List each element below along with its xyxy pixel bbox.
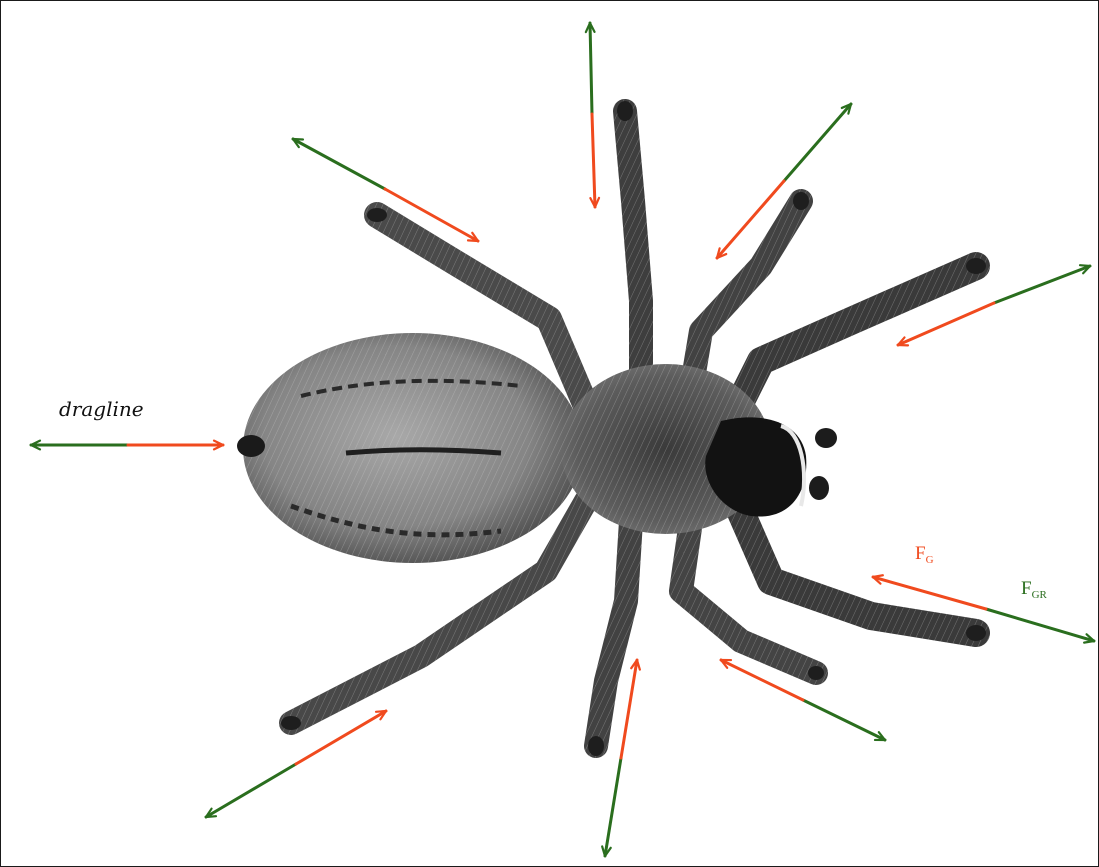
ground-reaction-segment: [803, 700, 885, 740]
gravity-segment: [621, 660, 637, 758]
gravity-force-subscript: G: [926, 554, 934, 566]
ground-reaction-segment: [206, 764, 296, 817]
ground-reaction-segment: [994, 266, 1090, 303]
ground-reaction-segment: [605, 758, 621, 856]
ground-reaction-segment: [986, 609, 1094, 641]
spinneret: [237, 435, 265, 457]
force-arrow-dragline: [31, 441, 223, 450]
gravity-segment: [873, 577, 986, 609]
dragline-label: dragline: [59, 399, 144, 419]
force-arrow-leg-upper-center: [586, 23, 599, 207]
ground-reaction-segment: [590, 23, 592, 114]
ground-reaction-force-symbol: F: [1021, 578, 1032, 599]
gravity-force-symbol: F: [915, 543, 926, 564]
spider-photo: [237, 101, 986, 756]
gravity-force-label: FG: [915, 544, 934, 566]
gravity-segment: [592, 114, 595, 207]
ground-reaction-force-subscript: GR: [1032, 589, 1047, 601]
ground-reaction-force-label: FGR: [1021, 579, 1047, 601]
ground-reaction-segment: [293, 139, 385, 189]
gravity-segment: [898, 303, 994, 345]
ground-reaction-segment: [784, 104, 851, 181]
